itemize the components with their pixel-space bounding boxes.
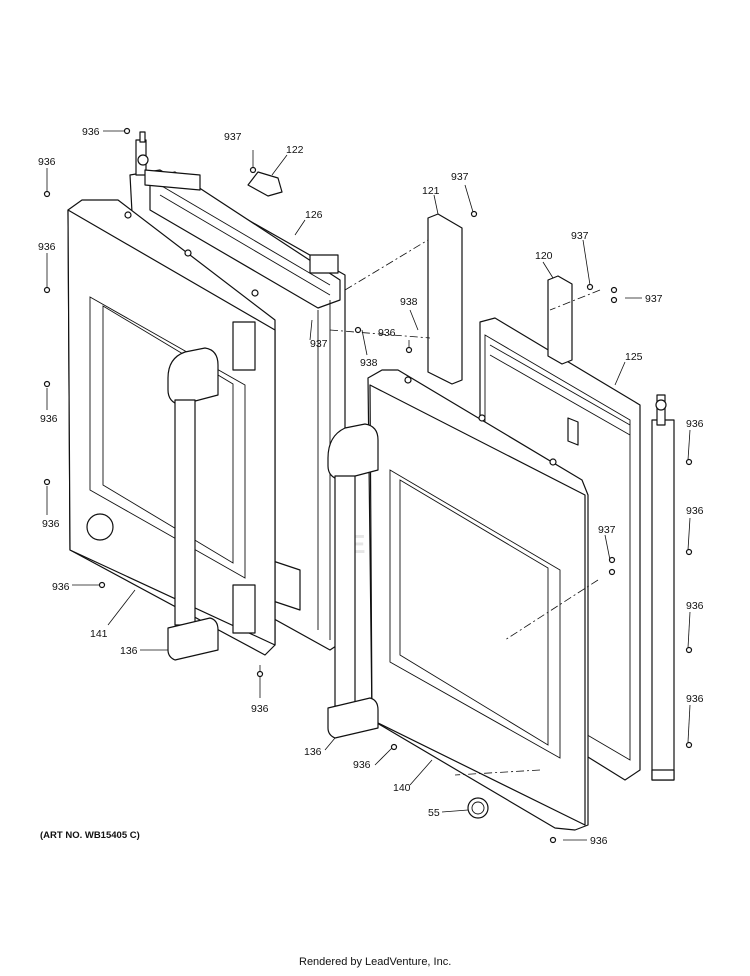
callout-938-b: 938: [360, 357, 378, 369]
left-door-panel-141: [67, 199, 276, 656]
callout-136-right: 136: [304, 746, 322, 758]
callout-936-right-2: 936: [686, 505, 704, 517]
callout-125: 125: [625, 351, 643, 363]
callout-136-left: 136: [120, 645, 138, 657]
callout-936-right-4: 936: [686, 693, 704, 705]
callout-936-left-4: 936: [42, 518, 60, 530]
left-handle-136: [167, 347, 219, 661]
callout-936-right-3: 936: [686, 600, 704, 612]
callout-936-right-door: 936: [353, 759, 371, 771]
left-hinge-assembly: [135, 131, 201, 191]
callout-936-left-5: 936: [52, 581, 70, 593]
callout-936-middle: 936: [378, 327, 396, 339]
callout-937-c: 937: [451, 171, 469, 183]
right-door-panel-140: [367, 369, 589, 831]
leader-lines: [46, 130, 691, 841]
bracket-122: [247, 171, 283, 197]
badge-55: [467, 797, 489, 819]
callout-938-a: 938: [400, 296, 418, 308]
callout-936-left-3: 936: [40, 413, 58, 425]
callout-122: 122: [286, 144, 304, 156]
right-handle-136: [327, 423, 379, 739]
footer-credit: Rendered by LeadVenture, Inc.: [299, 956, 451, 968]
alignment-lines: [329, 239, 601, 776]
callout-936-bottom: 936: [590, 835, 608, 847]
callout-937-b: 937: [310, 338, 328, 350]
callout-936-left-2: 936: [38, 241, 56, 253]
callout-937-e: 937: [645, 293, 663, 305]
callout-936-left-1: 936: [38, 156, 56, 168]
channel-121: [427, 213, 463, 385]
callout-936-left-door: 936: [251, 703, 269, 715]
art-number: (ART NO. WB15405 C): [40, 830, 140, 841]
callout-936-top: 936: [82, 126, 100, 138]
callout-120: 120: [535, 250, 553, 262]
callout-936-right-1: 936: [686, 418, 704, 430]
callout-141: 141: [90, 628, 108, 640]
screws: [43, 127, 693, 844]
callout-126: 126: [305, 209, 323, 221]
channel-120: [547, 275, 573, 365]
callout-121: 121: [422, 185, 440, 197]
callout-140: 140: [393, 782, 411, 794]
callout-55: 55: [428, 807, 440, 819]
callout-937-f: 937: [598, 524, 616, 536]
right-hinge-assembly: [651, 394, 675, 781]
callout-937-d: 937: [571, 230, 589, 242]
callout-937-a: 937: [224, 131, 242, 143]
